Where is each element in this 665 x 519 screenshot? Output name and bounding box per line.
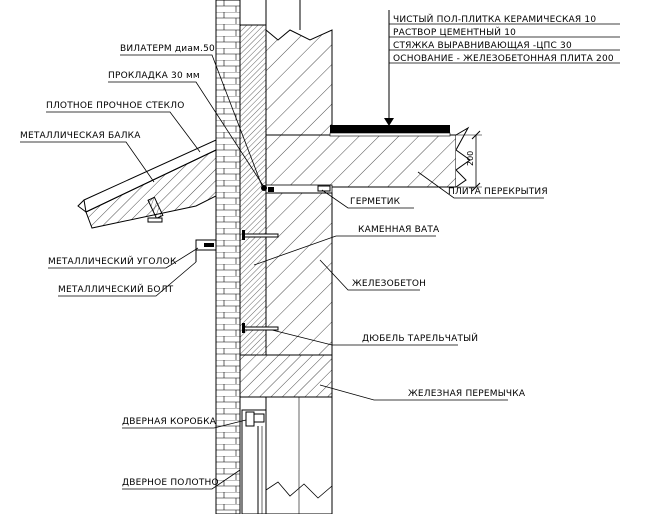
stone-wool-layer [239,24,267,356]
label-steel-angle: МЕТАЛЛИЧЕСКИЙ УГОЛОК [48,255,177,267]
plate-dowels [242,230,279,333]
right-labels: ПЛИТА ПЕРЕКРЫТИЯ ГЕРМЕТИК КАМЕННАЯ ВАТА … [350,187,548,399]
steel-lintel [239,354,333,398]
label-floor-slab: ПЛИТА ПЕРЕКРЫТИЯ [448,187,548,197]
floor-layer-4: ОСНОВАНИЕ - ЖЕЛЕЗОБЕТОННАЯ ПЛИТА 200 [393,54,614,64]
label-steel-beam: МЕТАЛЛИЧЕСКАЯ БАЛКА [20,131,141,141]
left-labels: ВИЛАТЕРМ диам.50 ПРОКЛАДКА 30 мм ПЛОТНОЕ… [20,44,219,488]
label-steel-bolt: МЕТАЛЛИЧЕСКИЙ БОЛТ [58,283,174,295]
right-leaders [253,171,544,401]
canopy [77,139,217,262]
label-plate-dowel: ДЮБЕЛЬ ТАРЕЛЬЧАТЫЙ [362,332,478,344]
left-leaders [20,54,267,490]
label-door-leaf: ДВЕРНОЕ ПОЛОТНО [122,478,219,488]
label-gasket: ПРОКЛАДКА 30 мм [108,71,200,81]
label-rc: ЖЕЛЕЗОБЕТОН [352,279,426,289]
upper-column [265,0,333,136]
label-vilaterm: ВИЛАТЕРМ диам.50 [120,44,215,54]
door-opening [241,396,333,515]
label-stone-wool: КАМЕННАЯ ВАТА [358,225,440,235]
dimension-value: 200 [466,151,475,166]
floor-layer-3: СТЯЖКА ВЫРАВНИВАЮЩАЯ -ЦПС 30 [393,41,572,51]
sealant-joint [265,184,333,194]
floor-slab [265,125,471,188]
brick-wall [215,0,241,515]
label-door-frame: ДВЕРНАЯ КОРОБКА [122,417,217,427]
floor-layers-table: ЧИСТЫЙ ПОЛ-ПЛИТКА КЕРАМИЧЕСКАЯ 10 РАСТВО… [384,10,620,126]
floor-layer-1: ЧИСТЫЙ ПОЛ-ПЛИТКА КЕРАМИЧЕСКАЯ 10 [393,13,596,25]
slab-dimension: 200 [456,130,482,192]
label-glass: ПЛОТНОЕ ПРОЧНОЕ СТЕКЛО [46,101,184,111]
label-sealant: ГЕРМЕТИК [350,197,401,207]
floor-layer-2: РАСТВОР ЦЕМЕНТНЫЙ 10 [393,26,516,38]
label-steel-lintel: ЖЕЛЕЗНАЯ ПЕРЕМЫЧКА [408,389,526,399]
